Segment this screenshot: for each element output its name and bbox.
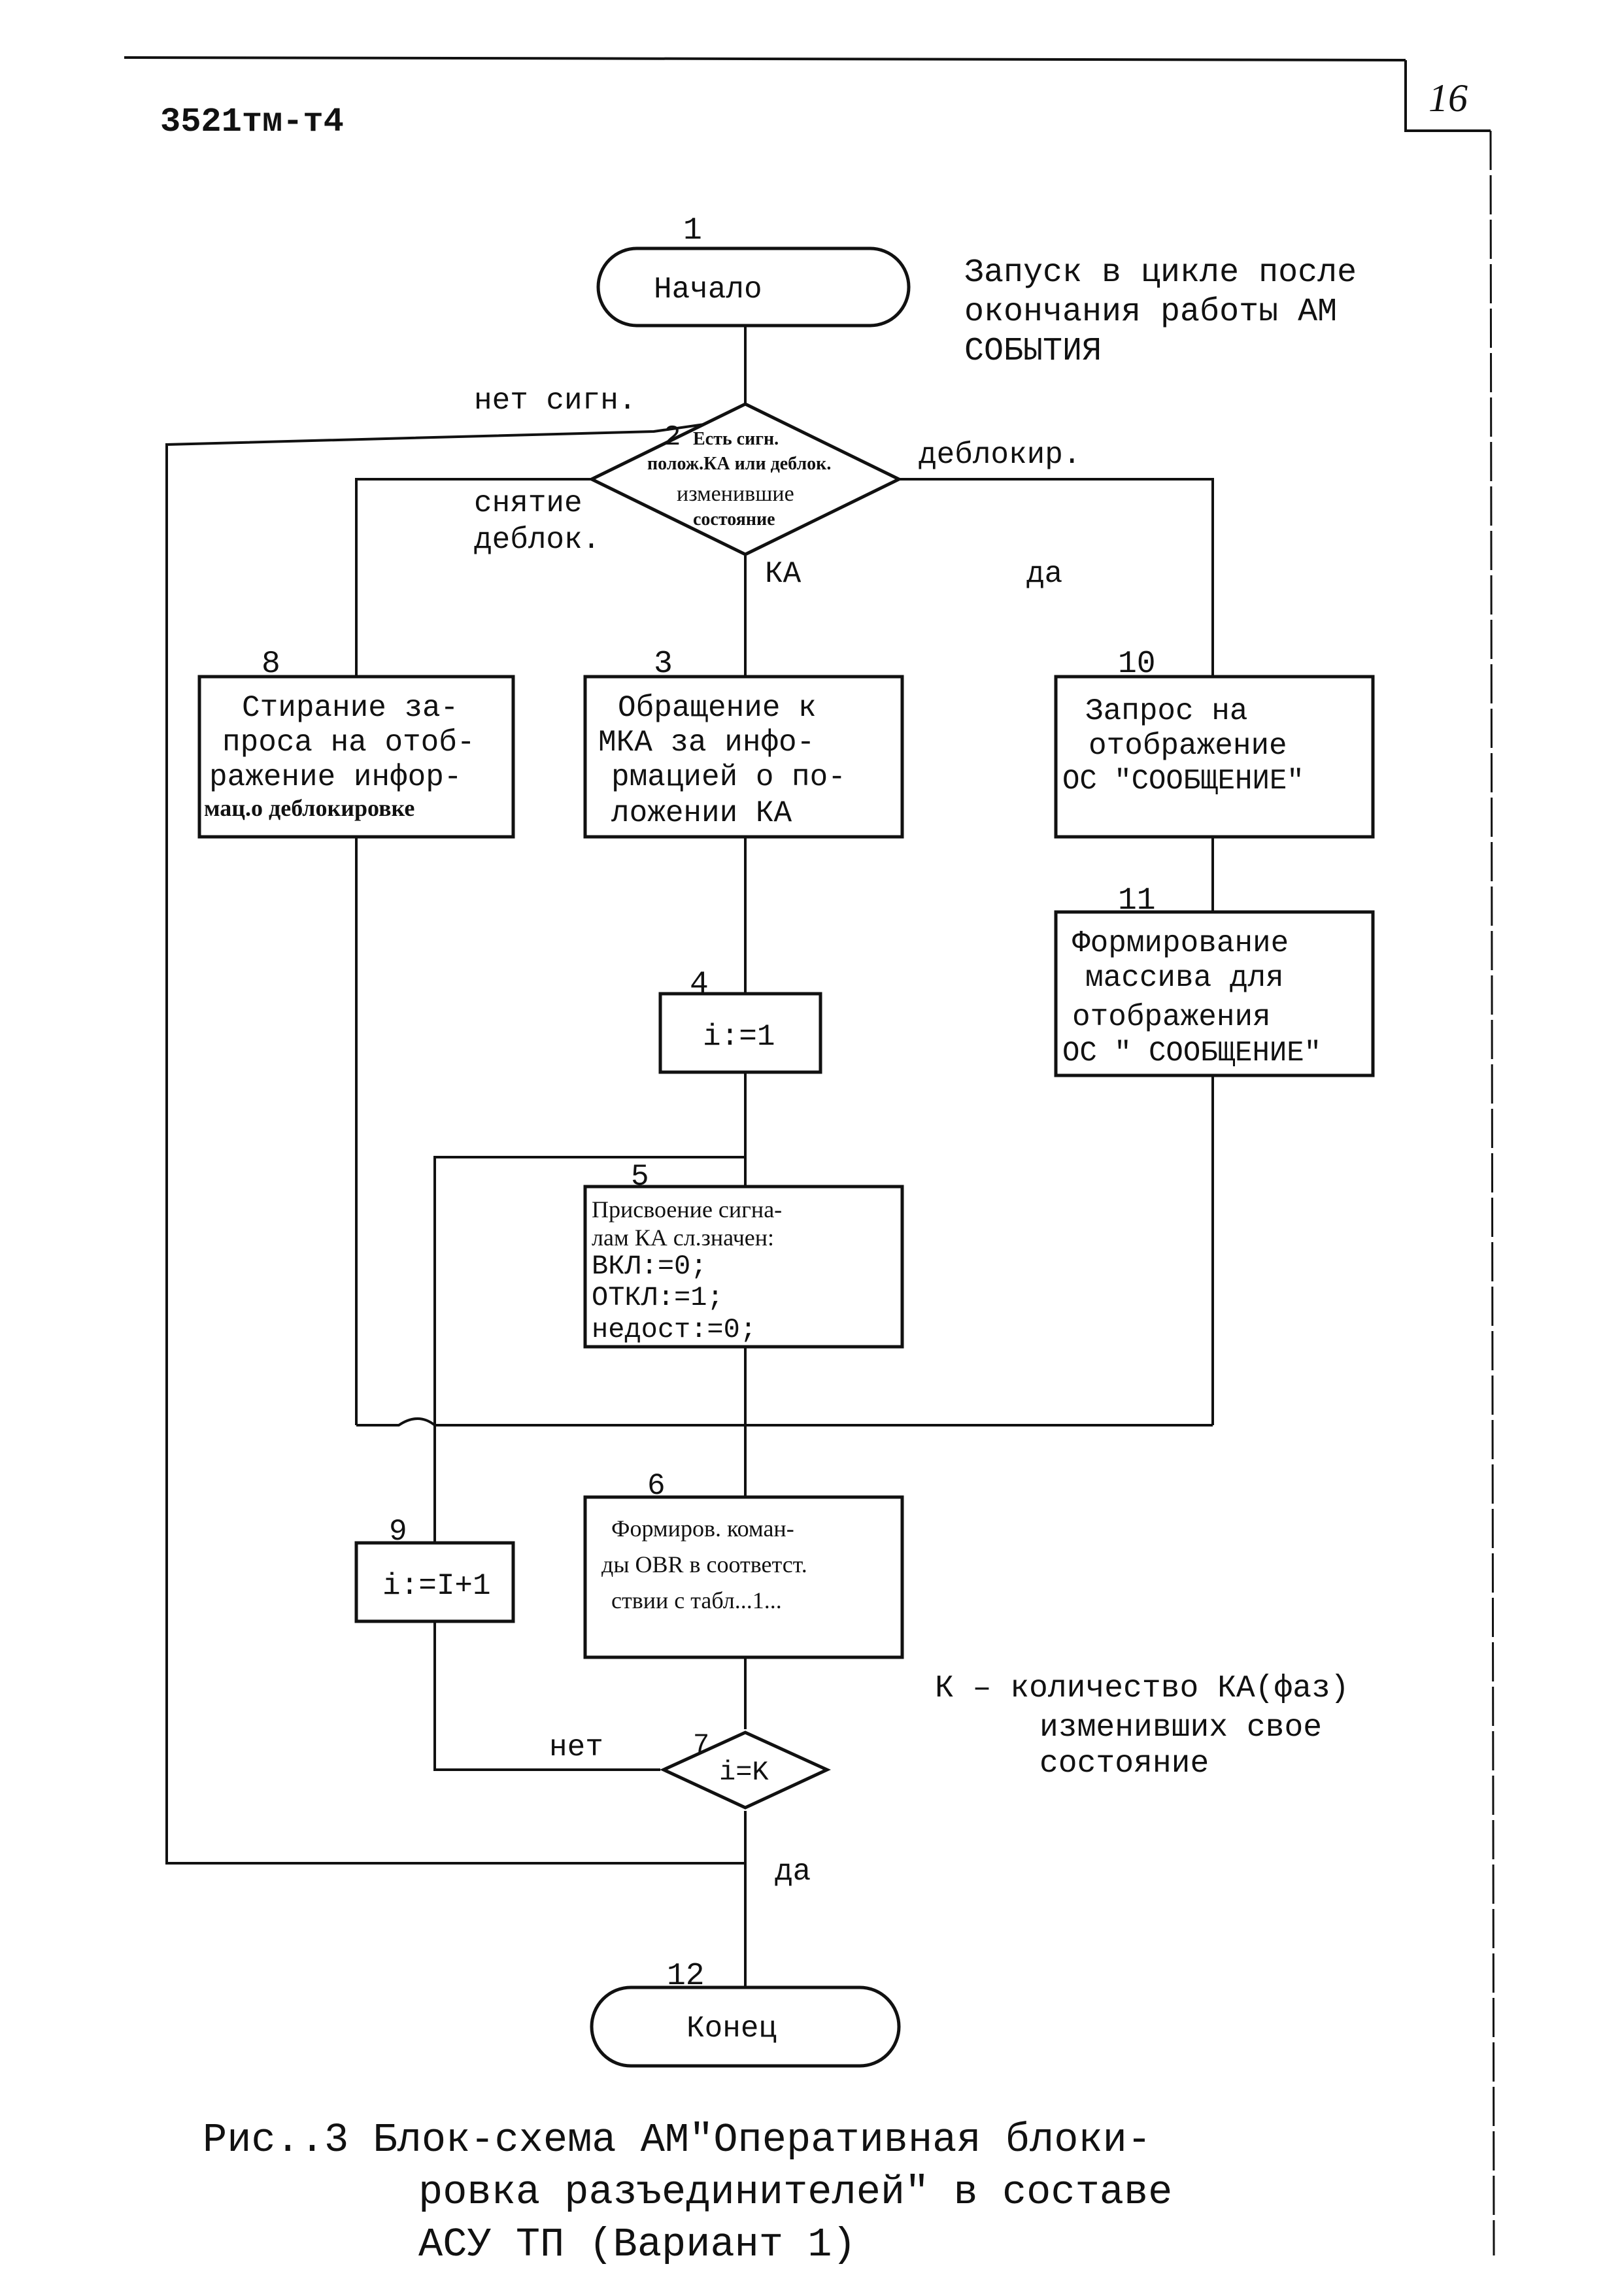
page-number-frame xyxy=(1404,60,1491,132)
block-9-process xyxy=(354,1541,515,1623)
block-11-line-4: ОС " СООБЩЕНИЕ" xyxy=(1062,1037,1321,1070)
label-unblock: деблокир. xyxy=(919,438,1081,472)
block-2-number: 2 xyxy=(664,421,681,454)
label-no-loop: нет xyxy=(549,1730,603,1764)
merge-line xyxy=(356,1417,1213,1427)
label-no-signal: нет сигн. xyxy=(474,384,636,418)
block-4-line-1: i:=1 xyxy=(703,1020,775,1054)
note-top-line-2: окончания работы АМ xyxy=(964,294,1337,331)
block-7-number: 7 xyxy=(693,1729,709,1761)
page-number: 16 xyxy=(1428,76,1468,120)
note-top-line-3: СОБЫТИЯ xyxy=(964,333,1102,370)
block-10-number: 10 xyxy=(1118,647,1156,682)
page-right-rule xyxy=(1489,130,1495,2256)
block-6-line-2: ды OBR в соответст. xyxy=(601,1551,807,1578)
block-2-line-3: изменившие xyxy=(677,482,794,506)
block-12-end xyxy=(590,1985,901,2068)
block-8-line-3: ражение инфор- xyxy=(209,760,462,794)
block-8-line-2: проса на отоб- xyxy=(222,726,475,760)
block-10-line-1: Запрос на xyxy=(1085,694,1247,728)
block-11-line-3: отображения xyxy=(1072,1000,1271,1034)
label-ka: КА xyxy=(765,557,802,591)
note-top-line-1: Запуск в цикле после xyxy=(964,254,1357,292)
block-6-line-3: ствии с табл...1... xyxy=(611,1587,782,1613)
block-5-line-3: ВКЛ:=0; xyxy=(592,1251,707,1282)
caption-line-1: Рис..3 Блок-схема АМ"Оперативная блоки- xyxy=(203,2117,1151,2163)
note-k-line-1: К – количество КА(фаз) xyxy=(935,1671,1349,1706)
block-8-line-1: Стирание за- xyxy=(242,691,458,725)
block-4-process xyxy=(658,992,822,1074)
block-5-line-2: лам КА сл.значен: xyxy=(592,1224,774,1251)
caption-line-2: ровка разъединителей" в составе xyxy=(418,2169,1172,2216)
block-5-number: 5 xyxy=(631,1160,649,1194)
block-10-line-3: ОС "СООБЩЕНИЕ" xyxy=(1062,765,1304,798)
block-12-number: 12 xyxy=(667,1959,705,1994)
block-2-line-1: Есть сигн. xyxy=(693,429,779,449)
block-12-label: Конец xyxy=(686,2012,777,2046)
label-remove-unblock-1: снятие xyxy=(474,486,583,520)
block-3-line-2: МКА за инфо- xyxy=(598,726,815,760)
block-3-number: 3 xyxy=(654,647,673,682)
block-7-label: i=K xyxy=(719,1757,769,1788)
block-6-process xyxy=(583,1495,904,1659)
block-3-line-1: Обращение к xyxy=(618,691,817,725)
block-3-line-3: рмацией о по- xyxy=(611,760,846,794)
block-5-line-1: Присвоение сигна- xyxy=(592,1196,782,1223)
block-11-line-2: массива для xyxy=(1085,961,1284,995)
page-top-rule xyxy=(124,56,1406,61)
block-10-process xyxy=(1054,675,1375,839)
label-yes-right: да xyxy=(1026,557,1062,591)
block-5-process xyxy=(583,1185,904,1349)
block-8-number: 8 xyxy=(262,647,280,682)
block-9-line-1: i:=I+1 xyxy=(382,1569,491,1603)
block-8-line-4: мац.о деблокировке xyxy=(204,795,414,821)
block-2-line-2: полож.КА или деблок. xyxy=(647,454,831,474)
doc-code: 3521тм-т4 xyxy=(160,103,344,141)
block-3-line-4: ложении КА xyxy=(611,796,792,830)
connector-7-9 xyxy=(433,1621,660,1771)
label-remove-unblock-2: деблок. xyxy=(474,523,600,557)
block-9-number: 9 xyxy=(389,1515,407,1549)
note-k-line-3: состояние xyxy=(1039,1746,1209,1781)
block-8-process xyxy=(197,675,515,839)
block-6-number: 6 xyxy=(647,1469,666,1503)
block-1-label: Начало xyxy=(654,273,762,307)
block-1-number: 1 xyxy=(683,213,702,248)
block-4-number: 4 xyxy=(690,967,709,1002)
block-6-line-1: Формиров. коман- xyxy=(611,1515,794,1542)
block-11-number: 11 xyxy=(1118,883,1156,919)
note-k-line-2: изменивших свое xyxy=(1039,1710,1322,1746)
label-yes-end: да xyxy=(775,1855,811,1889)
block-11-line-1: Формирование xyxy=(1072,926,1289,960)
block-5-line-5: недост:=0; xyxy=(592,1314,756,1345)
block-2-decision xyxy=(588,402,903,556)
block-7-decision xyxy=(660,1730,831,1810)
block-11-process xyxy=(1054,910,1375,1077)
connector-9-5 xyxy=(433,1156,745,1543)
caption-line-3: АСУ ТП (Вариант 1) xyxy=(418,2221,856,2268)
block-5-line-4: ОТКЛ:=1; xyxy=(592,1282,724,1313)
block-2-line-4: состояние xyxy=(693,509,775,530)
connector-2-8 xyxy=(355,478,592,677)
block-3-process xyxy=(583,675,904,839)
block-10-line-2: отображение xyxy=(1089,729,1287,763)
connector-2-10 xyxy=(899,478,1214,677)
block-1-start xyxy=(596,246,911,328)
